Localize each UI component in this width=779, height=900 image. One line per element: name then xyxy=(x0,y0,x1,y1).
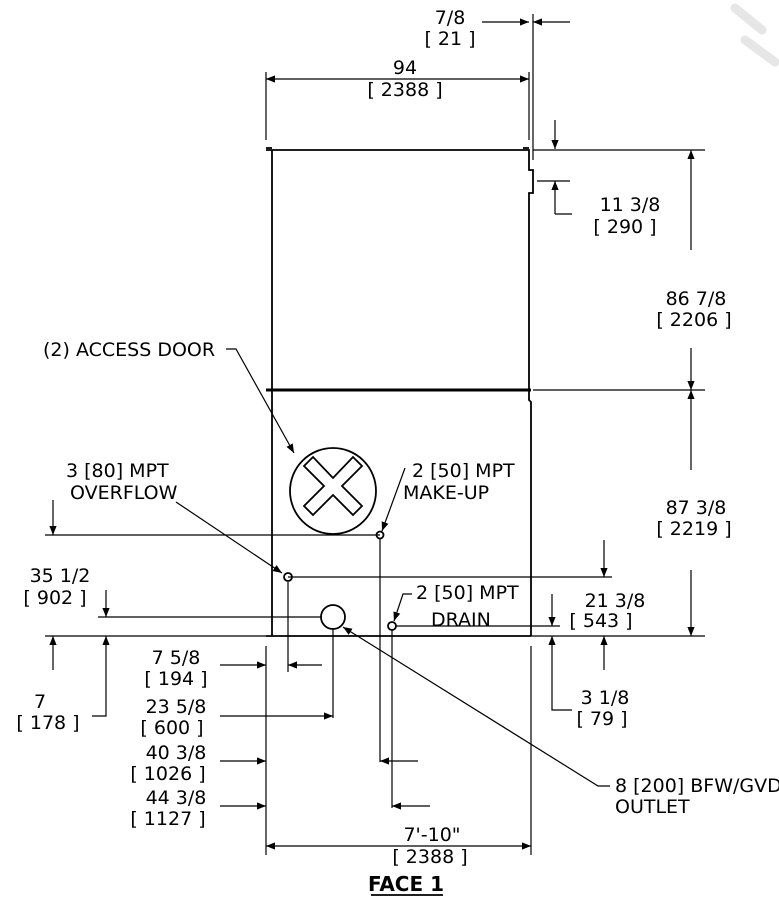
dim-bottom-width-imperial: 7'-10" xyxy=(403,824,460,846)
callout-outlet-label: OUTLET xyxy=(615,796,690,818)
unit-outline xyxy=(266,147,534,637)
dim-top-lip-metric: [ 21 ] xyxy=(424,28,475,50)
dim-lip-drop-metric: [ 290 ] xyxy=(593,216,656,238)
callout-makeup-label: MAKE-UP xyxy=(403,482,489,504)
dim-lower-height-imperial: 87 3/8 xyxy=(666,497,727,519)
dim-makeup-offset-imperial: 40 3/8 xyxy=(146,742,207,764)
callout-outlet-size: 8 [200] BFW/GVD xyxy=(615,775,779,797)
dim-outlet-height-metric: [ 178 ] xyxy=(16,712,79,734)
callout-makeup-size: 2 [50] MPT xyxy=(412,460,515,482)
dim-drain-offset-imperial: 44 3/8 xyxy=(146,787,207,809)
dim-overflow-offset-imperial: 7 5/8 xyxy=(152,647,201,669)
dim-drain-elev-imperial: 3 1/8 xyxy=(581,687,630,709)
drain-connection xyxy=(387,621,397,631)
dim-drain-elev-metric: [ 79 ] xyxy=(576,708,627,730)
dim-outlet-height-imperial: 7 xyxy=(34,691,46,713)
callout-access-door: (2) ACCESS DOOR xyxy=(43,339,215,361)
dimension-lines xyxy=(45,14,705,855)
callout-overflow-size: 3 [80] MPT xyxy=(66,460,169,482)
watermark-mark xyxy=(730,3,779,67)
dim-bottom-width-metric: [ 2388 ] xyxy=(392,846,467,868)
dim-lip-drop-imperial: 11 3/8 xyxy=(600,194,661,216)
dim-lower-height-metric: [ 2219 ] xyxy=(656,518,731,540)
dim-upper-height-imperial: 86 7/8 xyxy=(666,288,727,310)
callout-overflow-label: OVERFLOW xyxy=(70,482,178,504)
dim-top-width-imperial: 94 xyxy=(393,57,417,79)
dim-drain-height-metric: [ 543 ] xyxy=(569,610,632,632)
dim-drain-height-imperial: 21 3/8 xyxy=(585,590,646,612)
dim-drain-offset-metric: [ 1127 ] xyxy=(130,808,205,830)
dim-upper-height-metric: [ 2206 ] xyxy=(656,309,731,331)
drawing-title: FACE 1 xyxy=(368,872,444,896)
dim-outlet-offset-imperial: 23 5/8 xyxy=(146,696,207,718)
dim-overflow-height-metric: [ 902 ] xyxy=(23,587,86,609)
callout-leaders xyxy=(175,348,610,787)
callout-drain-size: 2 [50] MPT xyxy=(416,582,519,604)
dim-top-lip-imperial: 7/8 xyxy=(435,7,466,29)
dim-overflow-height-imperial: 35 1/2 xyxy=(30,565,91,587)
access-door xyxy=(289,447,377,535)
dim-outlet-offset-metric: [ 600 ] xyxy=(140,717,203,739)
dim-overflow-offset-metric: [ 194 ] xyxy=(144,668,207,690)
outlet-connection xyxy=(320,604,346,630)
dim-top-width-metric: [ 2388 ] xyxy=(367,79,442,101)
dim-makeup-offset-metric: [ 1026 ] xyxy=(130,763,205,785)
callout-drain-label: DRAIN xyxy=(431,609,491,631)
